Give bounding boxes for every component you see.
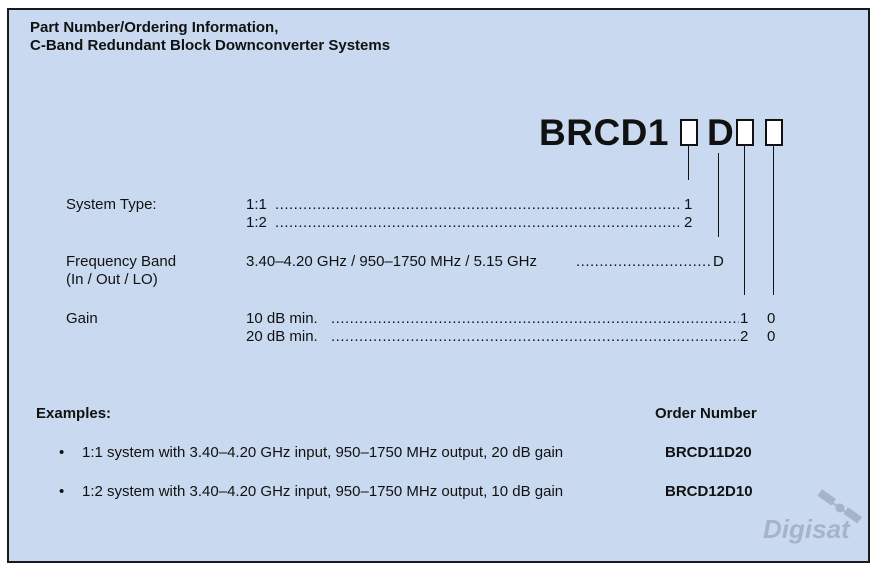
satellite-icon [817,489,862,524]
frequency-band-code: D [713,253,724,270]
example-1-order-number: BRCD11D20 [665,444,752,461]
gain-code-2b: 0 [767,328,776,345]
ordering-info-panel: Part Number/Ordering Information, C-Band… [7,8,870,563]
gain-code-1b: 0 [767,310,776,327]
page-title: Part Number/Ordering Information, C-Band… [30,19,390,55]
leader-dots: ........................................… [331,328,739,345]
example-2-text: 1:2 system with 3.40–4.20 GHz input, 950… [82,483,564,500]
example-2-order-number: BRCD12D10 [665,483,753,500]
gain-option-1: 10 dB min. [246,310,318,327]
gain-code-2a: 2 [740,328,749,345]
examples-heading: Examples: [36,405,112,422]
leader-dots: ........................................… [275,214,679,231]
leader-dots: ........................................… [331,310,739,327]
gain-box-2 [765,119,783,146]
leader-dots: ........................................… [275,196,679,213]
system-type-box [680,119,698,146]
order-number-heading: Order Number [655,405,757,422]
part-code-prefix: BRCD1 [539,112,669,153]
system-type-code-1: 1 [684,196,693,213]
title-line-1: Part Number/Ordering Information, [30,19,279,36]
leader-dots: ........................................ [576,253,712,270]
frequency-band-option: 3.40–4.20 GHz / 950–1750 MHz / 5.15 GHz [246,253,537,270]
system-type-option-2: 1:2 [246,214,267,231]
digisat-logo-text: Digisat [763,514,850,544]
title-line-2: C-Band Redundant Block Downconverter Sys… [30,37,391,54]
gain-box-1 [736,119,754,146]
gain-label: Gain [66,310,98,327]
frequency-band-sublabel: (In / Out / LO) [66,271,158,288]
system-type-code-2: 2 [684,214,693,231]
gain-option-2: 20 dB min. [246,328,318,345]
frequency-band-label: Frequency Band [66,253,177,270]
example-bullet: • [59,483,65,500]
connector-system-type [688,146,689,180]
example-bullet: • [59,444,65,461]
part-code-fixed-letter: D [707,112,735,153]
connector-gain-1 [744,146,745,295]
system-type-label: System Type: [66,196,157,213]
example-1-text: 1:1 system with 3.40–4.20 GHz input, 950… [82,444,564,461]
connector-frequency-band [718,153,719,237]
system-type-option-1: 1:1 [246,196,267,213]
digisat-watermark: Digisat [753,488,863,550]
gain-code-1a: 1 [740,310,749,327]
connector-gain-2 [773,146,774,295]
